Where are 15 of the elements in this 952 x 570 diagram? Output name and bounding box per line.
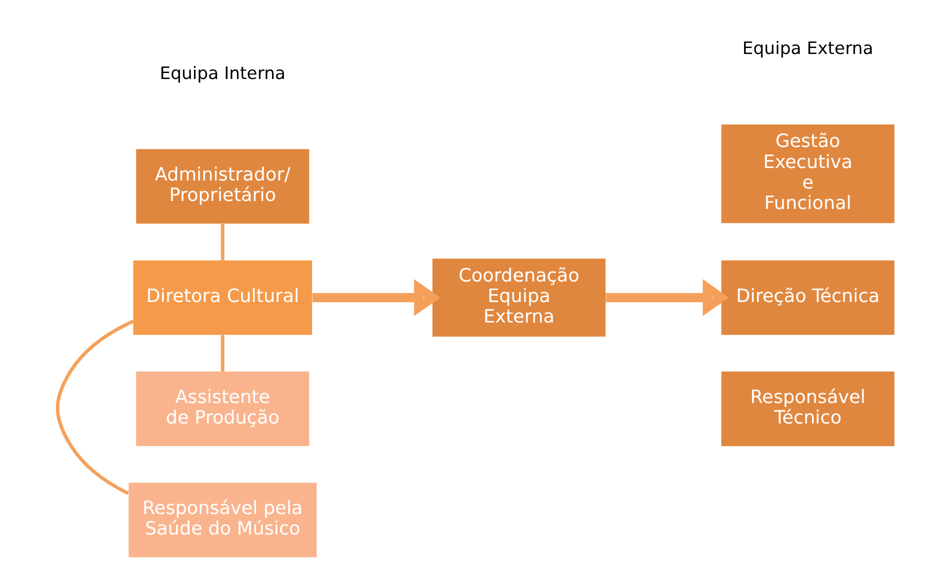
arrow xyxy=(312,279,440,316)
node-box: Diretora Cultural xyxy=(133,260,312,335)
node-box: Assistente de Produção xyxy=(136,372,310,446)
node-box: Coordenação Equipa Externa xyxy=(432,258,606,337)
node-box: Responsável pela Saúde do Músico xyxy=(128,482,317,558)
node-box: Direção Técnica xyxy=(721,260,894,335)
connector xyxy=(220,335,224,372)
node-box: Responsável Técnico xyxy=(721,372,894,446)
connector xyxy=(220,224,224,260)
label: Equipa Externa xyxy=(742,39,874,60)
connector xyxy=(56,320,134,495)
node-box: Administrador/ Proprietário xyxy=(136,149,310,224)
arrow xyxy=(606,279,730,316)
node-box: Gestão Executiva e Funcional xyxy=(721,124,894,224)
label: Equipa Interna xyxy=(160,64,286,84)
